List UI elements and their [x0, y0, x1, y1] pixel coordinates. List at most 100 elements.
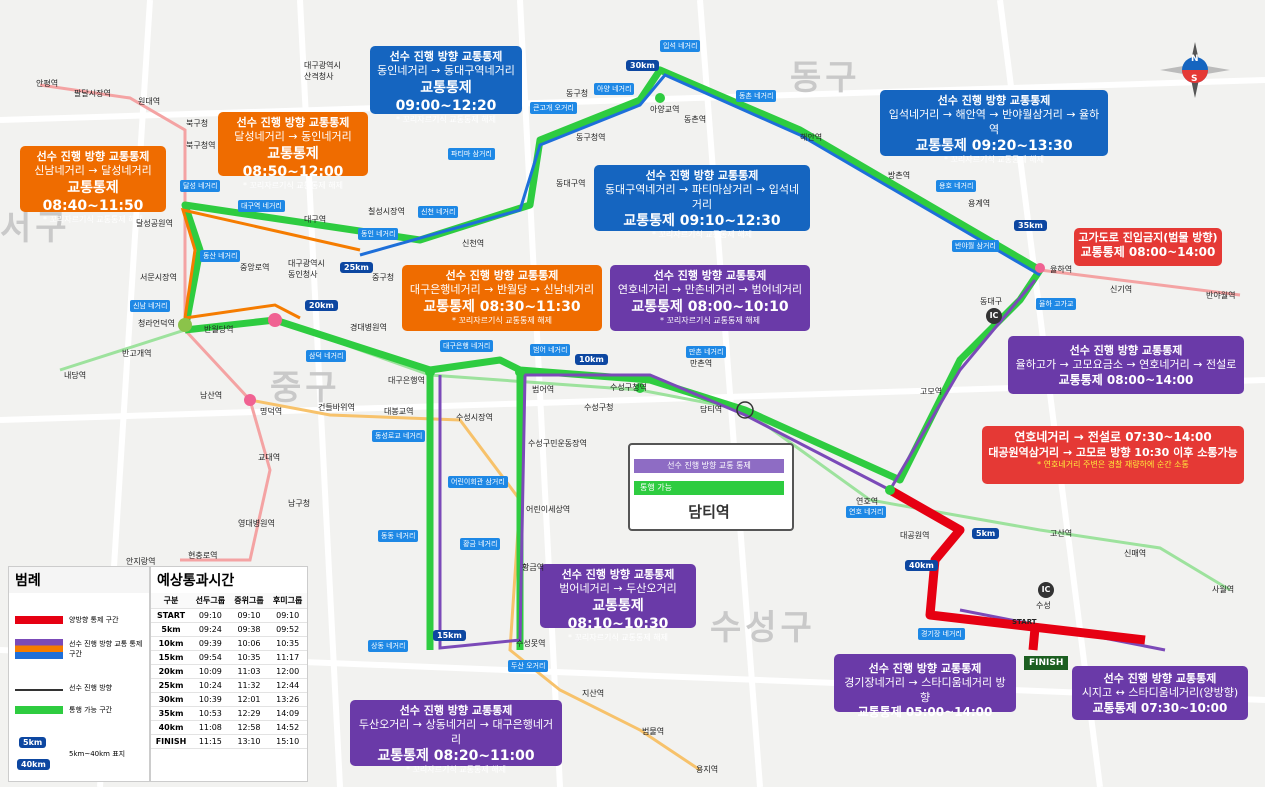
station-label: 고산역: [1050, 529, 1073, 538]
table-cell: 5km: [151, 622, 192, 637]
station-label: 영대병원역: [238, 519, 275, 528]
table-header: 중위그룹: [229, 593, 269, 609]
finish-label: FINISH: [1024, 656, 1069, 670]
callout-header: 선수 진행 방향 교통통제: [645, 169, 759, 182]
ic-marker: IC: [986, 308, 1002, 324]
station-label: 용지역: [696, 765, 719, 774]
legend-item: 선수 진행 방향 교통 통제 구간: [15, 639, 145, 659]
callout-route: 동인네거리 → 동대구역네거리: [377, 64, 515, 78]
table-cell: 09:38: [229, 622, 269, 637]
callout-route: 연호네거리 → 만촌네거리 → 범어네거리: [617, 283, 803, 297]
table-cell: 11:08: [191, 720, 230, 735]
table-cell: 09:54: [191, 650, 230, 665]
table-cell: 09:24: [191, 622, 230, 637]
callout-note: * 꼬리자르기식 교통통제 해제: [396, 114, 496, 124]
legend-swatch: [15, 639, 63, 659]
damti-inset: 선수 진행 방향 교통 통제 통행 가능 담티역: [628, 443, 794, 531]
table-cell: 10:35: [268, 636, 307, 651]
inset-station-name: 담티역: [688, 503, 730, 521]
callout-header: 선수 진행 방향 교통통제: [868, 662, 982, 675]
intersection-tag: 동촌 네거리: [736, 90, 777, 102]
callout-time: 교통통제 08:20~11:00: [377, 747, 535, 764]
callout-note: * 연호네거리 주변은 경찰 재량하에 순간 소통: [1037, 459, 1189, 469]
station-label: 용계역: [968, 199, 991, 208]
station-label: 어린이세상역: [526, 505, 571, 514]
intersection-tag: 용호 네거리: [936, 180, 977, 192]
callout-header: 선수 진행 방향 교통통제: [399, 704, 513, 717]
callout-route: 연호네거리 → 전설로 07:30~14:00: [1014, 430, 1212, 444]
station-label: 대공원역: [900, 531, 930, 540]
table-cell: 11:32: [229, 678, 269, 693]
callout-header: 선수 진행 방향 교통통제: [653, 269, 767, 282]
table-cell: 40km: [151, 720, 192, 735]
station-label: 칠성시장역: [368, 207, 405, 216]
station-label: 신천역: [462, 239, 485, 248]
station-label: 동구청역: [576, 133, 606, 142]
station-label: 팔달시장역: [74, 89, 111, 98]
distance-marker: 25km: [340, 262, 373, 273]
station-label: 범물역: [642, 727, 665, 736]
intersection-tag: 반야월 삼거리: [952, 240, 999, 252]
compass-north: N: [1191, 54, 1199, 64]
intersection-tag: 동동 네거리: [378, 530, 419, 542]
table-cell: 09:10: [229, 608, 269, 623]
callout-route: 두산오거리 → 상동네거리 → 대구은행네거리: [358, 718, 554, 746]
callout-time: 교통통제 09:20~13:30: [915, 137, 1073, 154]
legend-swatch: [15, 706, 63, 714]
intersection-tag: 아양 네거리: [594, 83, 635, 95]
intersection-tag: 황금 네거리: [460, 538, 501, 550]
table-cell: 20km: [151, 664, 192, 679]
building-label: 남구청: [288, 499, 311, 508]
station-label: 연호역: [856, 497, 879, 506]
table-cell: 14:52: [268, 720, 307, 735]
legend-panel: 범례 양방향 통제 구간 선수 진행 방향 교통 통제 구간 선수 진행 방향 …: [8, 566, 150, 782]
callout-header: 선수 진행 방향 교통통제: [1103, 672, 1217, 685]
table-cell: 11:17: [268, 650, 307, 665]
inset-control-lane: 선수 진행 방향 교통 통제: [634, 459, 784, 473]
district-suseong: 수성구: [710, 608, 816, 648]
building-label: 중구청: [372, 273, 395, 282]
callout-time: 교통통제 08:00~10:10: [631, 298, 789, 315]
callout-route: 고가도로 진입금지(범물 방향): [1078, 231, 1218, 244]
intersection-tag: 연호 네거리: [846, 506, 887, 518]
station-label: 율하역: [1050, 265, 1073, 274]
legend-item: 양방향 통제 구간: [15, 615, 119, 625]
table-cell: START: [151, 608, 192, 623]
station-label: 동촌역: [684, 115, 707, 124]
station-label: 내당역: [64, 371, 87, 380]
station-label: 수성시장역: [456, 413, 493, 422]
station-label: 남산역: [200, 391, 223, 400]
table-cell: 10:06: [229, 636, 269, 651]
intersection-tag: 대구역 네거리: [238, 200, 285, 212]
station-label: 경대병원역: [350, 323, 387, 332]
table-cell: 10:53: [191, 706, 230, 721]
distance-marker: 40km: [905, 560, 938, 571]
station-label: 고모역: [920, 387, 943, 396]
station-label: 달성공원역: [136, 219, 173, 228]
building-label: 동구청: [566, 89, 589, 98]
intersection-tag: 율하 고가교: [1036, 298, 1077, 310]
distance-marker: 35km: [1014, 220, 1047, 231]
callout-note: * 꼬리자르기식 교통통제 해제: [944, 155, 1044, 165]
callout-note: * 꼬리자르기식 교통통제 해제: [406, 765, 506, 775]
distance-marker: 5km: [972, 528, 1000, 539]
intersection-tag: 동성로교 네거리: [372, 430, 426, 442]
station-label: 지산역: [582, 689, 605, 698]
callout-time: 교통통제 07:30~10:00: [1092, 700, 1228, 715]
callout-c9: 선수 진행 방향 교통통제 율하고가 → 고모요금소 → 연호네거리 → 전설로…: [1008, 336, 1244, 394]
table-cell: 25km: [151, 678, 192, 693]
station-label: 해안역: [800, 133, 823, 142]
callout-c8: 선수 진행 방향 교통통제 연호네거리 → 만촌네거리 → 범어네거리 교통통제…: [610, 265, 810, 331]
callout-route: 입석네거리 → 해안역 → 반야월삼거리 → 율하역: [888, 108, 1100, 136]
callout-header: 선수 진행 방향 교통통제: [937, 94, 1051, 107]
table-cell: 35km: [151, 706, 192, 721]
station-label: 대구역: [304, 215, 327, 224]
station-label: 대구은행역: [388, 376, 425, 385]
station-label: 반고개역: [122, 349, 152, 358]
station-label: 북구청역: [186, 141, 216, 150]
